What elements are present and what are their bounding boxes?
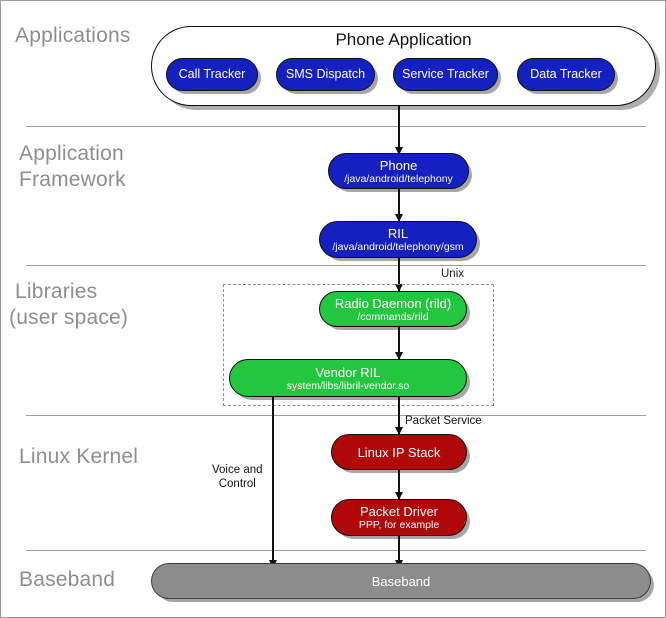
layer-label-applications: Applications: [15, 24, 131, 47]
node-linux-ip-stack[interactable]: Linux IP Stack: [331, 434, 467, 470]
arrow-packet-driver-to-baseband: [398, 536, 400, 567]
layer-label-libraries: Libraries (user space): [9, 280, 129, 329]
node-ril-path: /java/android/telephony/gsm: [332, 241, 464, 253]
app-service-tracker-label: Service Tracker: [402, 67, 489, 81]
arrow-vendor-ril-to-baseband: [272, 397, 274, 567]
divider-application-framework: [26, 265, 646, 266]
app-service-tracker[interactable]: Service Tracker: [393, 58, 498, 91]
phone-application-title: Phone Application: [335, 30, 472, 49]
app-call-tracker[interactable]: Call Tracker: [166, 58, 258, 91]
arrow-radio-daemon-to-vendor-ril: [398, 327, 400, 359]
unix-group-box: [223, 284, 494, 406]
node-radio-daemon[interactable]: Radio Daemon (rild) /commands/rild: [319, 291, 467, 327]
node-radio-daemon-title: Radio Daemon (rild): [334, 295, 452, 311]
divider-linux-kernel: [26, 550, 646, 551]
node-phone[interactable]: Phone /java/android/telephony: [328, 153, 469, 189]
node-linux-ip-stack-title: Linux IP Stack: [357, 444, 441, 460]
node-vendor-ril-path: system/libs/libril-vendor.so: [286, 379, 410, 392]
node-phone-path: /java/android/telephony: [344, 172, 453, 185]
node-phone-title: Phone: [379, 157, 418, 173]
app-data-tracker-label: Data Tracker: [530, 67, 602, 81]
arrow-phone-application-to-phone: [398, 106, 400, 154]
node-vendor-ril-title: Vendor RIL: [315, 364, 381, 380]
unix-group-label: Unix: [441, 268, 465, 280]
node-packet-driver-sub: PPP, for example: [358, 519, 440, 531]
divider-applications: [26, 126, 646, 127]
node-baseband[interactable]: Baseband: [151, 563, 651, 599]
app-call-tracker-label: Call Tracker: [178, 67, 246, 81]
app-data-tracker[interactable]: Data Tracker: [517, 58, 615, 91]
app-sms-dispatch-label: SMS Dispatch: [285, 67, 366, 81]
edge-label-voice-and-control: Voice and Control: [212, 464, 263, 490]
node-radio-daemon-path: /commands/rild: [357, 310, 429, 323]
node-vendor-ril[interactable]: Vendor RIL system/libs/libril-vendor.so: [229, 359, 467, 397]
node-ril-title: RIL: [387, 226, 409, 241]
node-packet-driver[interactable]: Packet Driver PPP, for example: [331, 499, 467, 536]
arrow-phone-to-ril: [398, 189, 400, 221]
app-sms-dispatch[interactable]: SMS Dispatch: [276, 58, 375, 91]
layer-label-baseband: Baseband: [19, 568, 116, 591]
layer-label-linux-kernel: Linux Kernel: [19, 445, 139, 468]
arrow-vendor-ril-to-linux-ip-stack: [398, 397, 400, 434]
arrow-linux-ip-stack-to-packet-driver: [398, 470, 400, 499]
node-ril[interactable]: RIL /java/android/telephony/gsm: [319, 221, 477, 258]
node-packet-driver-title: Packet Driver: [359, 504, 439, 519]
edge-label-packet-service: Packet Service: [405, 415, 482, 427]
divider-libraries: [26, 415, 646, 416]
node-baseband-title: Baseband: [371, 573, 431, 589]
arrow-ril-to-radio-daemon: [398, 258, 400, 291]
layer-label-application-framework: Application Framework: [19, 142, 126, 191]
